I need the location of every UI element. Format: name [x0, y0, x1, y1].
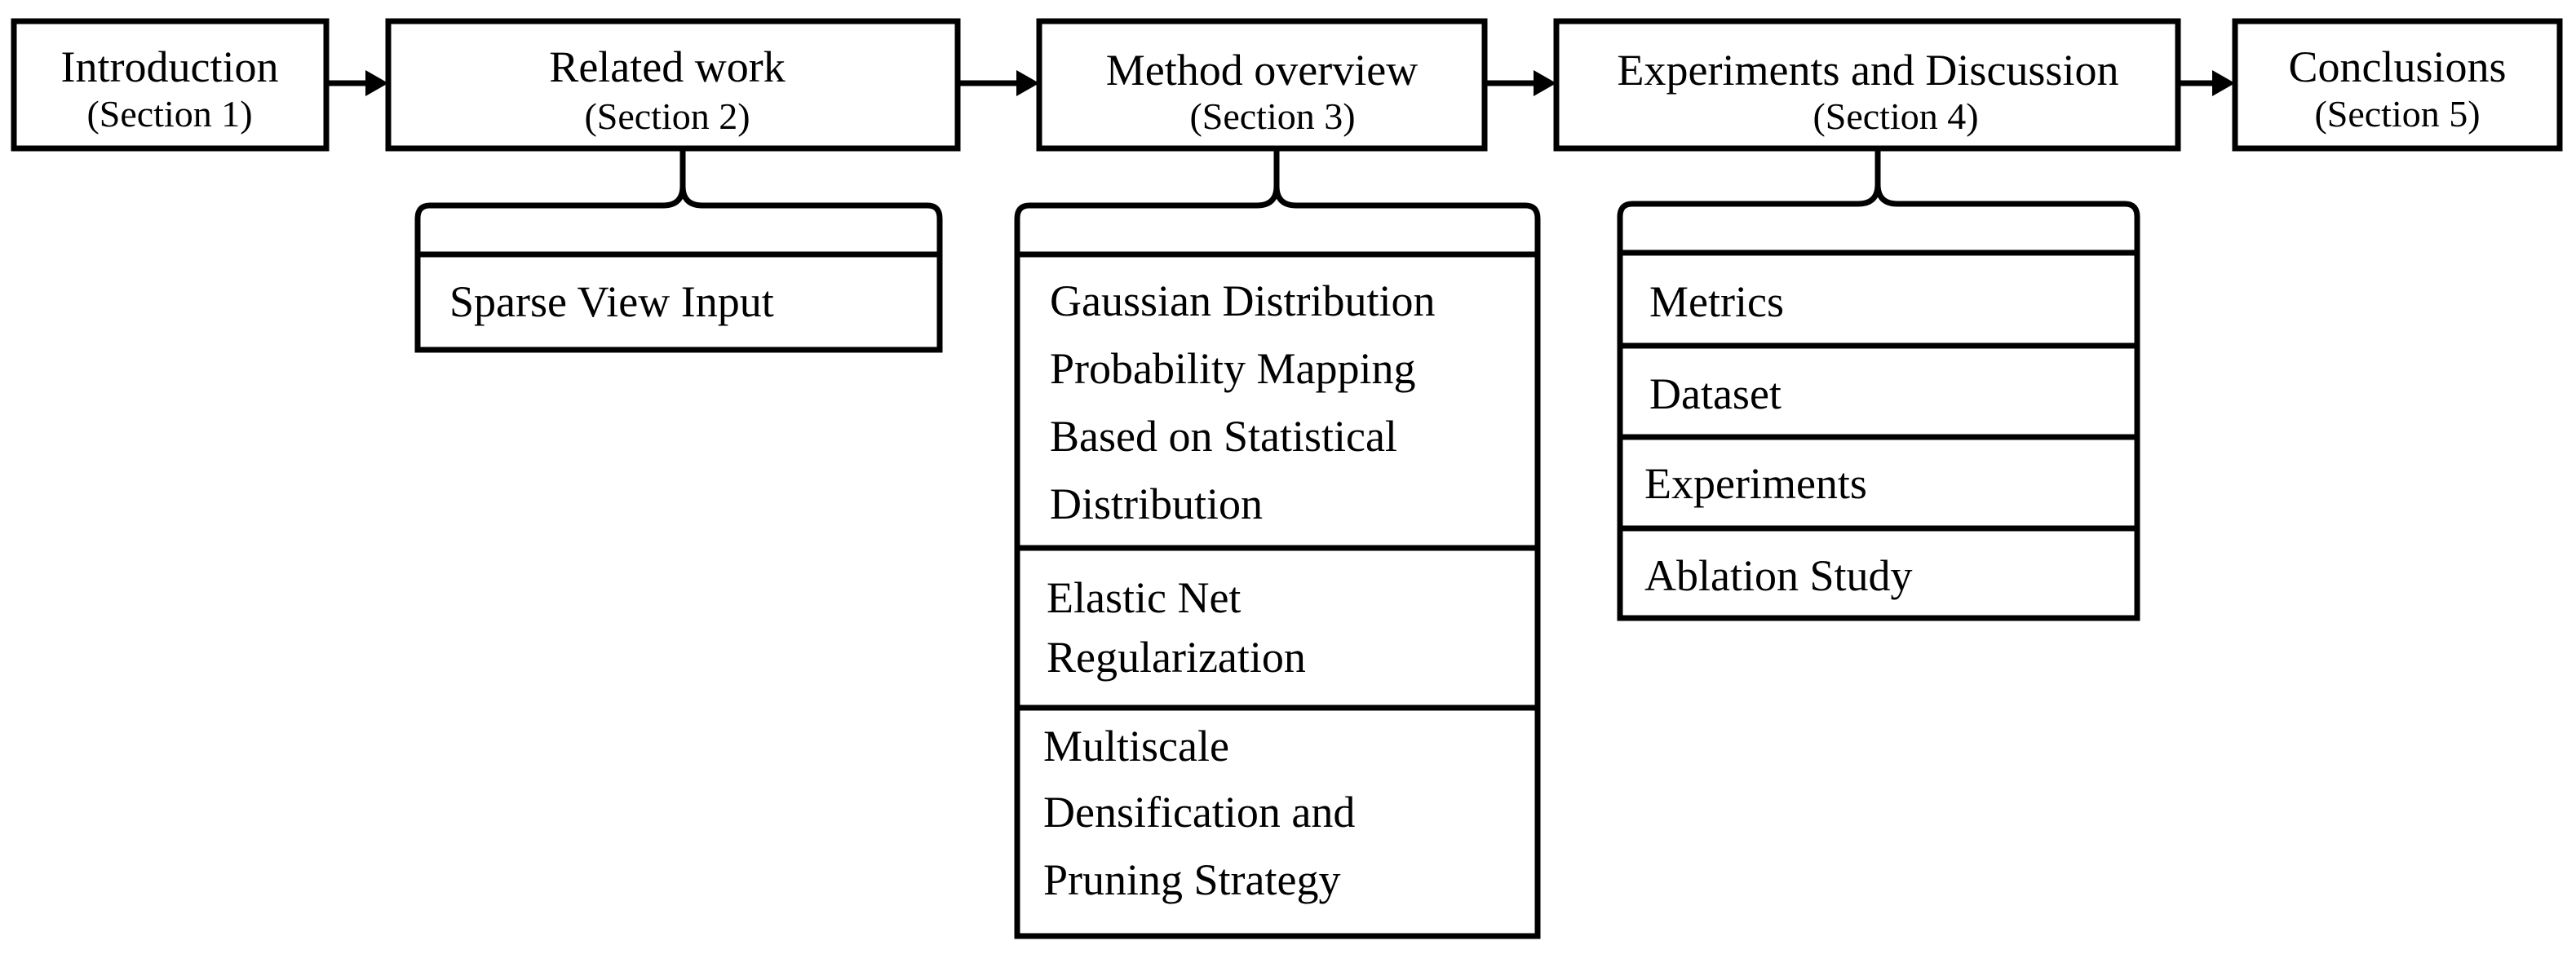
- section-subtitle: (Section 2): [584, 95, 750, 137]
- method-items: Gaussian Distribution Probability Mappin…: [1014, 251, 1541, 939]
- experiment-item-box: [1617, 525, 2140, 621]
- experiment-item-box: [1617, 250, 2140, 349]
- experiment-item-box: [1617, 434, 2140, 532]
- brace-connector-experiments: [1617, 148, 2140, 253]
- flow-arrow-1-2: [326, 70, 388, 96]
- section-subtitle: (Section 3): [1189, 95, 1355, 137]
- related-work-items: Sparse View Input: [414, 251, 943, 353]
- method-item-box: [1014, 251, 1541, 551]
- section-box-experiments-discussion: Experiments and Discussion (Section 4): [1553, 18, 2181, 152]
- experiment-item: Experiments: [1644, 459, 1867, 508]
- section-subtitle: (Section 5): [2314, 93, 2480, 135]
- section-box-related-work: Related work (Section 2): [385, 18, 961, 152]
- method-item-box: [1014, 704, 1541, 939]
- method-item-line: Regularization: [1047, 633, 1306, 682]
- section-box-conclusions: Conclusions (Section 5): [2232, 18, 2563, 152]
- section-title: Method overview: [1106, 46, 1418, 95]
- experiment-items: Metrics Dataset Experiments Ablation Stu…: [1617, 250, 2140, 621]
- method-item-line: Multiscale: [1043, 722, 1229, 771]
- section-title: Conclusions: [2288, 42, 2506, 91]
- flow-arrow-2-3: [958, 70, 1039, 96]
- method-item-line: Pruning Strategy: [1043, 855, 1340, 904]
- experiment-item: Ablation Study: [1644, 551, 1913, 600]
- experiment-item-box: [1617, 342, 2140, 440]
- section-subtitle: (Section 4): [1812, 95, 1978, 137]
- section-title: Related work: [549, 42, 785, 91]
- section-title: Experiments and Discussion: [1618, 46, 2119, 95]
- method-item-box: [1014, 545, 1541, 711]
- method-item-line: Densification and: [1043, 788, 1355, 837]
- method-item-line: Gaussian Distribution: [1050, 276, 1435, 325]
- method-item-line: Based on Statistical: [1050, 412, 1397, 461]
- brace-connector-method: [1014, 148, 1541, 254]
- flow-arrow-4-5: [2178, 70, 2235, 96]
- flow-arrow-3-4: [1485, 70, 1556, 96]
- related-work-item: Sparse View Input: [449, 277, 774, 326]
- brace-connector-related-work: [414, 148, 943, 254]
- method-item-line: Distribution: [1050, 479, 1263, 528]
- method-item-line: Probability Mapping: [1050, 344, 1415, 393]
- experiment-item: Dataset: [1649, 369, 1782, 418]
- section-title: Introduction: [61, 42, 279, 91]
- method-item-line: Elastic Net: [1047, 573, 1241, 622]
- section-box-method-overview: Method overview (Section 3): [1036, 18, 1488, 152]
- section-subtitle: (Section 1): [86, 93, 252, 135]
- section-box-introduction: Introduction (Section 1): [11, 18, 330, 152]
- experiment-item: Metrics: [1649, 277, 1784, 326]
